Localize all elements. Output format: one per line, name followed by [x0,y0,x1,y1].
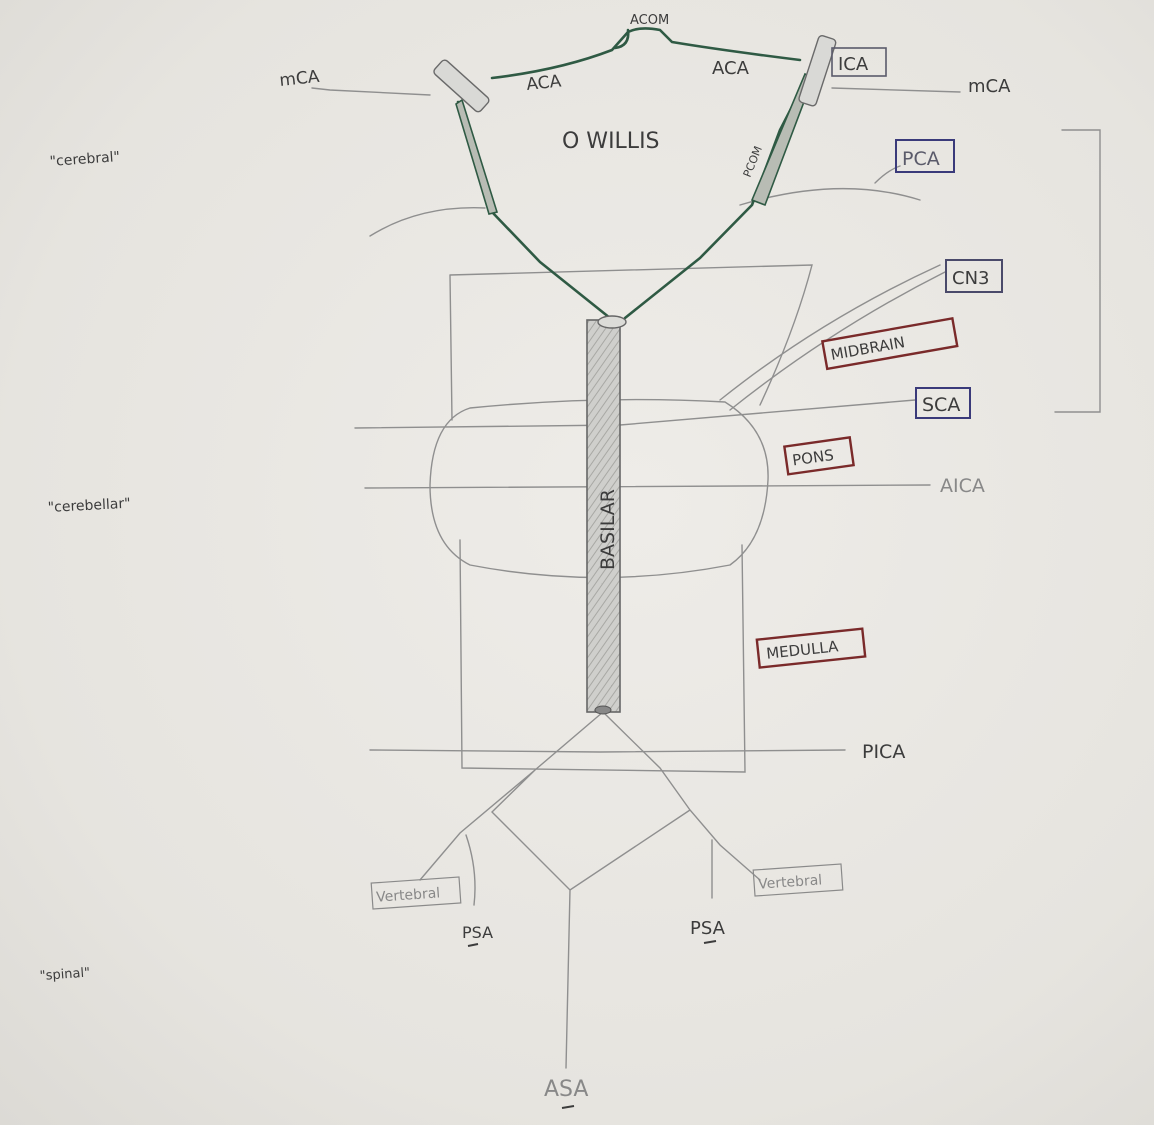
aca-right-label: ACA [712,58,750,79]
aica-label: AICA [940,475,985,497]
ica-label: ICA [838,54,869,75]
pca-label: PCA [902,148,940,170]
psa-left-line [465,834,476,906]
cn3-leader-b [719,264,941,401]
vertebral-network [419,711,761,1069]
aica-line [364,484,931,489]
pons-outline [429,398,769,579]
ica-label-box: ICA [831,47,887,77]
cn3-label-box: CN3 [945,259,1003,293]
vertebral-right-label-box: Vertebral [752,863,844,897]
basilar-bottom [594,705,612,715]
acom-label: ACOM [630,13,669,28]
psa-left-underline [467,943,479,947]
cerebral-bracket [1054,129,1101,413]
mca-right-line [831,87,961,93]
cn3-leader-a [729,271,946,411]
aca-left-line [490,27,802,80]
sca-line [354,399,916,429]
pca-leader [874,165,901,184]
mca-right-label: mCA [968,76,1011,97]
pica-line [369,749,846,753]
vertebral-left-label-box: Vertebral [370,876,462,910]
cn3-label: CN3 [952,268,990,289]
midbrain-outline [449,264,813,421]
ica-left-cylinder [433,59,490,113]
pons-label: PONS [791,446,835,470]
sca-label: SCA [922,394,960,416]
medulla-label: MEDULLA [765,637,839,663]
sca-label-box: SCA [915,387,971,419]
pcom-left-tube [455,98,499,215]
mca-left-label: mCA [278,67,320,91]
pica-label: PICA [862,741,905,763]
midbrain-label-box: MIDBRAIN [820,317,959,371]
region-cerebellar-label: "cerebellar" [47,496,131,516]
ica-right-cylinder [798,35,837,107]
pcom-label: PCOM [741,144,765,179]
psa-right-underline [703,940,717,944]
basilar-label: BASILAR [597,489,619,570]
region-spinal-label: "spinal" [39,966,90,984]
asa-label: ASA [544,1077,588,1102]
aca-left-label: ACA [525,71,562,95]
region-cerebral-label: "cerebral" [49,149,120,170]
asa-underline [561,1105,575,1109]
mca-left-line [311,87,431,96]
pons-label-box: PONS [783,436,855,476]
pca-label-box: PCA [895,139,955,173]
vertebral-left-label: Vertebral [376,885,441,905]
cortex-arc-left [369,207,486,237]
willis-label: O WILLIS [562,129,660,154]
basilar-top [597,315,627,329]
psa-left-label: PSA [462,923,493,942]
medulla-outline [459,539,746,773]
vertebral-right-label: Vertebral [758,872,823,892]
psa-right-label: PSA [690,918,726,939]
medulla-label-box: MEDULLA [755,627,867,669]
